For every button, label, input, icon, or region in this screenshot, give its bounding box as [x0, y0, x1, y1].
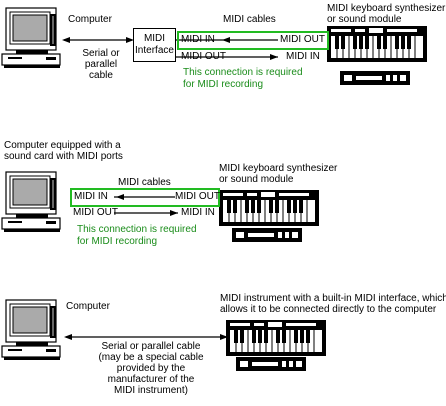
device-label-line: MIDI instrument with a built-in MIDI int… [220, 293, 446, 304]
required-note-line: for MIDI recording [183, 79, 264, 90]
cable-label-line: provided by the [116, 363, 186, 374]
serial-cable-arrow-3 [64, 334, 228, 340]
required-connection-highlight [70, 188, 220, 207]
required-note-line: This connection is required [77, 224, 197, 235]
serial-cable-label: Serial or parallel cable (may be a speci… [96, 341, 206, 396]
computer-label-line: Computer equipped with a [4, 140, 121, 151]
sound-module-icon [232, 228, 302, 242]
midi-interface-box: MIDI Interface [133, 28, 176, 62]
required-note-line: This connection is required [183, 67, 303, 78]
sound-module-icon [340, 71, 410, 85]
cable-label-line: Serial or [82, 48, 120, 59]
midi-in-port-label: MIDI IN [74, 191, 108, 202]
cable-label-line: (may be a special cable [98, 352, 204, 363]
cable-label-line: parallel [84, 59, 118, 70]
cable-label-line: Serial or parallel cable [101, 341, 201, 352]
midi-in-port-label: MIDI IN [181, 34, 215, 45]
device-label-line: MIDI keyboard synthesizer [327, 3, 446, 14]
midi-out-port-label: MIDI OUT [73, 207, 118, 218]
required-note-line: for MIDI recording [77, 236, 158, 247]
required-connection-highlight [177, 31, 329, 50]
computer-label: Computer [68, 14, 112, 25]
midi-out-port-label: MIDI OUT [280, 34, 325, 45]
computer-label-line: sound card with MIDI ports [4, 151, 123, 162]
cable-label-line: cable [89, 70, 113, 81]
computer-icon [1, 299, 61, 361]
computer-icon [1, 171, 61, 233]
device-label-line: or sound module [327, 14, 402, 25]
serial-cable-label: Serial or parallel cable [78, 48, 124, 81]
device-label-line: MIDI keyboard synthesizer [219, 163, 338, 174]
interface-label-line: MIDI [143, 33, 166, 44]
keyboard-synth-icon [326, 25, 428, 63]
computer-label: Computer [66, 301, 110, 312]
computer-icon [1, 7, 61, 69]
midi-in-port-label: MIDI IN [181, 207, 215, 218]
serial-cable-arrow [62, 37, 134, 43]
midi-cable-lines-1 [175, 37, 278, 60]
device-label-line: or sound module [219, 174, 294, 185]
cable-label-line: manufacturer of the [107, 374, 195, 385]
midi-in-port-label: MIDI IN [286, 51, 320, 62]
keyboard-synth-icon [218, 189, 320, 227]
midi-cables-label: MIDI cables [223, 14, 276, 25]
midi-out-port-label: MIDI OUT [181, 51, 226, 62]
midi-out-port-label: MIDI OUT [175, 191, 220, 202]
device-label-line: allows it to be connected directly to th… [220, 304, 437, 315]
midi-cable-lines-2 [114, 194, 178, 216]
keyboard-synth-icon [225, 319, 327, 357]
midi-cables-label: MIDI cables [118, 177, 171, 188]
cable-label-line: MIDI instrument) [114, 385, 188, 396]
interface-label-line: Interface [135, 45, 174, 56]
sound-module-icon [236, 357, 306, 371]
